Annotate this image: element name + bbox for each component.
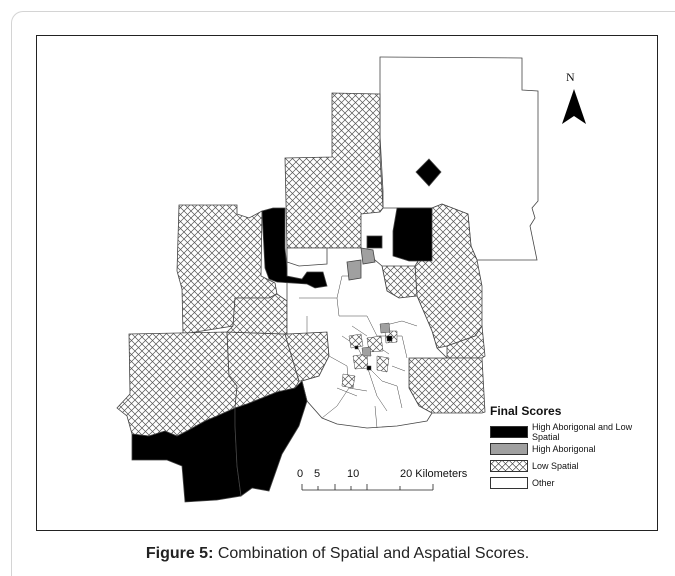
figure-border [11,11,675,576]
legend-item-high-aboriginal-low-spatial: High Aborigonal and Low Spatial [490,421,657,442]
legend-item-low-spatial: Low Spatial [490,457,657,474]
legend-swatch-hatch [490,459,528,472]
caption-label: Figure 5: [145,545,214,562]
caption-text: Combination of Spatial and Aspatial Scor… [213,545,530,562]
legend-label: Low Spatial [532,460,579,471]
legend-label: High Aborigonal and Low Spatial [532,421,633,442]
legend-item-high-aboriginal: High Aborigonal [490,440,657,457]
legend-label: Other [532,477,555,488]
region-map [116,56,586,503]
legend-label: High Aborigonal [532,443,596,454]
region-south-black [234,380,308,497]
region-north-white-tract [286,247,328,267]
region-southeast-low-spatial [408,357,486,414]
scale-tick-20: 20 Kilometers [400,468,468,480]
legend-item-other: Other [490,474,657,491]
region-gray-north-2 [360,247,376,265]
urban-small-tracts [341,330,398,389]
north-label: N [566,70,575,84]
map-legend: Final Scores High Aborigonal and Low Spa… [490,404,657,491]
urban-black-tracts [354,335,393,371]
scale-tick-5: 5 [314,468,321,480]
legend-swatch-white [490,476,528,489]
region-diamond-black [415,158,442,187]
legend-swatch-black [490,425,528,438]
region-small-black-north [366,235,383,249]
region-northeast-black [392,207,433,262]
region-gray-north [346,259,362,281]
urban-gray-tracts [361,322,391,357]
map-frame: N 0 5 10 20 Kilometers Final Scores High… [36,35,658,531]
scale-tick-0: 0 [297,468,304,480]
scale-bar [301,484,434,491]
region-northwest-black [261,207,328,289]
north-arrow-icon [562,89,586,124]
scale-tick-10: 10 [347,468,360,480]
region-central-west-low-spatial [226,293,288,335]
figure-caption: Figure 5: Combination of Spatial and Asp… [0,545,675,563]
legend-title: Final Scores [490,404,562,418]
region-north-central-low-spatial [284,92,384,249]
legend-swatch-gray [490,442,528,455]
